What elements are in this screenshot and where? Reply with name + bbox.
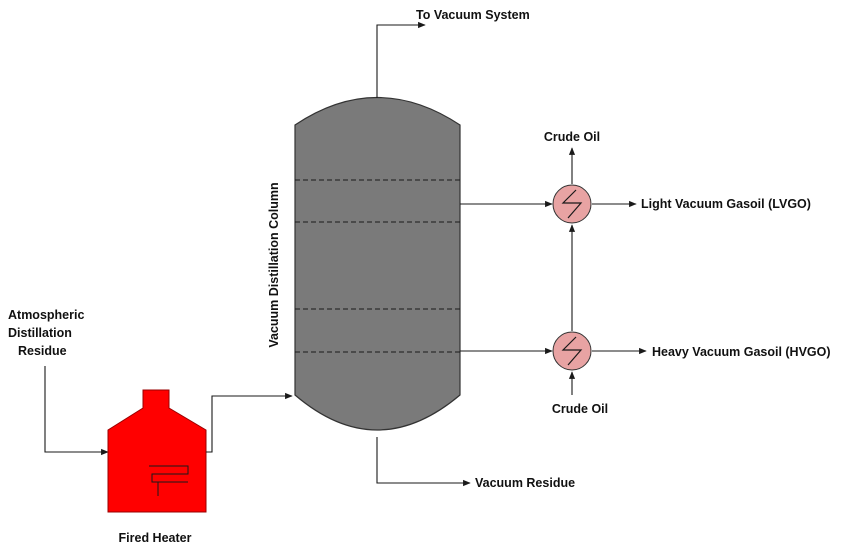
crude-oil-bottom-label: Crude Oil bbox=[552, 402, 608, 416]
lvgo-label: Light Vacuum Gasoil (LVGO) bbox=[641, 197, 811, 211]
heat-exchanger-hvgo-coil bbox=[561, 336, 583, 366]
column-vessel bbox=[294, 96, 461, 431]
column-label: Vacuum Distillation Column bbox=[267, 182, 281, 347]
heat-exchanger-hvgo bbox=[552, 331, 592, 371]
heat-exchanger-lvgo bbox=[552, 184, 592, 224]
vacuum-residue-label: Vacuum Residue bbox=[475, 476, 575, 490]
crude-oil-top-label: Crude Oil bbox=[544, 130, 600, 144]
heat-exchanger-lvgo-coil bbox=[561, 189, 583, 219]
fired-heater bbox=[107, 389, 207, 513]
vacuum-system-line bbox=[376, 21, 426, 98]
feed-label-line-1: Atmospheric bbox=[8, 308, 84, 322]
heat-exchanger-hvgo-shell bbox=[552, 331, 592, 371]
vacuum-distillation-column bbox=[294, 96, 461, 431]
feed-label-line-3: Residue bbox=[18, 344, 67, 358]
feed-line bbox=[44, 366, 109, 456]
fired-heater-body bbox=[107, 389, 207, 513]
hvgo-label: Heavy Vacuum Gasoil (HVGO) bbox=[652, 345, 831, 359]
feed-label-line-2: Distillation bbox=[8, 326, 72, 340]
fired-heater-label: Fired Heater bbox=[119, 531, 192, 545]
heater-outlet-line bbox=[206, 392, 293, 453]
vacuum-residue-line bbox=[376, 437, 471, 487]
to-vacuum-system-label: To Vacuum System bbox=[416, 8, 530, 22]
heat-exchanger-lvgo-shell bbox=[552, 184, 592, 224]
